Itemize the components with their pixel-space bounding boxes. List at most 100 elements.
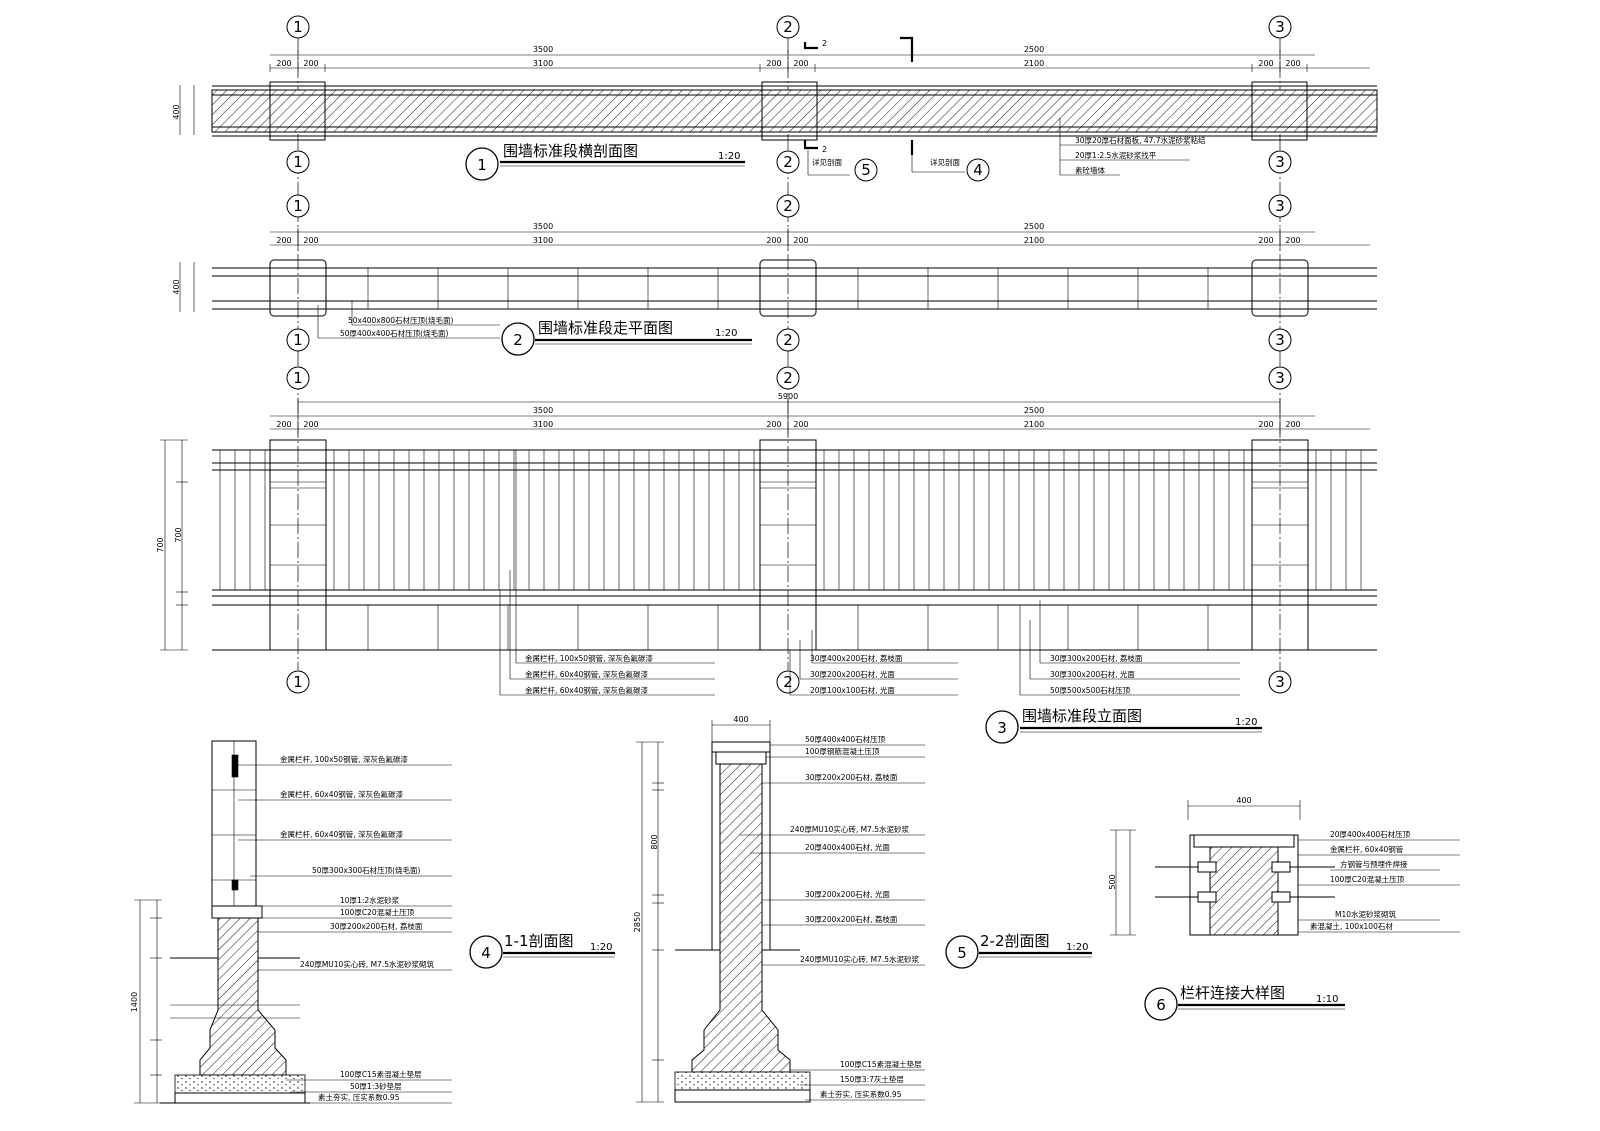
- svg-text:200: 200: [1258, 59, 1273, 68]
- svg-text:2100: 2100: [1024, 236, 1044, 245]
- svg-text:2: 2: [822, 39, 827, 48]
- svg-text:30厚200x200石材, 荔枝面: 30厚200x200石材, 荔枝面: [805, 914, 898, 924]
- axis-grid: [297, 38, 1281, 670]
- svg-text:金属栏杆, 60x40钢管, 深灰色氟碳漆: 金属栏杆, 60x40钢管, 深灰色氟碳漆: [525, 669, 649, 679]
- svg-text:50厚300x300石材压顶(烧毛面): 50厚300x300石材压顶(烧毛面): [312, 865, 421, 875]
- section-cut-2: [803, 42, 818, 150]
- svg-text:200: 200: [766, 420, 781, 429]
- svg-text:素混凝土, 100x100石材: 素混凝土, 100x100石材: [1310, 921, 1393, 931]
- drawing-6-railing-detail: 400 500 20厚400x400石材压顶 金属栏杆, 60x40钢管 方钢管…: [1108, 796, 1460, 1021]
- axis-bubbles: 1 1 1 1 1 1 2 2 2 2 2 2 3 3 3 3 3 3: [286, 15, 1292, 694]
- svg-text:200: 200: [276, 59, 291, 68]
- dimension-chain-top: [269, 50, 1370, 72]
- svg-text:200: 200: [793, 59, 808, 68]
- svg-text:2500: 2500: [1024, 222, 1044, 231]
- drawing-5-section-2-2: 400 2850 800: [633, 715, 1092, 1103]
- svg-text:200: 200: [793, 420, 808, 429]
- axis-bubble-1: 1 1 1 1 1 1: [286, 15, 310, 694]
- svg-text:20厚1:2.5水泥砂浆找平: 20厚1:2.5水泥砂浆找平: [1075, 150, 1157, 160]
- svg-text:400: 400: [1236, 796, 1251, 805]
- drawing-4-section-1-1: 1400 金属栏杆, 100x50钢管, 深灰色氟碳漆 金属栏杆, 60x40钢…: [130, 740, 615, 1104]
- svg-text:1: 1: [293, 18, 303, 36]
- svg-text:50厚400x400石材压顶: 50厚400x400石材压顶: [805, 734, 886, 744]
- svg-text:3500: 3500: [533, 406, 553, 415]
- svg-text:20厚400x400石材, 光面: 20厚400x400石材, 光面: [805, 842, 890, 852]
- drawing-3-elevation-strip: 5900 3500 2500 3100 2100 200 200 200 200…: [156, 392, 1377, 744]
- svg-text:200: 200: [1258, 236, 1273, 245]
- svg-text:金属栏杆, 60x40钢管: 金属栏杆, 60x40钢管: [1330, 844, 1404, 854]
- svg-text:800: 800: [650, 834, 659, 849]
- svg-text:3100: 3100: [533, 59, 553, 68]
- svg-text:2850: 2850: [633, 912, 642, 932]
- svg-text:100厚钢筋混凝土压顶: 100厚钢筋混凝土压顶: [805, 746, 880, 756]
- svg-text:1: 1: [293, 369, 303, 387]
- svg-text:100厚C15素混凝土垫层: 100厚C15素混凝土垫层: [340, 1069, 422, 1079]
- svg-text:5900: 5900: [778, 392, 798, 401]
- svg-text:方钢管与预埋件焊接: 方钢管与预埋件焊接: [1340, 859, 1408, 869]
- svg-text:200: 200: [766, 59, 781, 68]
- drawing-2-title: 2 围墙标准段走平面图 1:20: [501, 319, 752, 356]
- drawing-1-section-strip: 3500 2500 3100 2100 200 200 200 200 200 …: [172, 36, 1378, 182]
- svg-text:3: 3: [1275, 673, 1285, 691]
- svg-text:2: 2: [783, 197, 793, 215]
- svg-text:6: 6: [1156, 996, 1166, 1014]
- svg-text:200: 200: [276, 236, 291, 245]
- svg-text:30厚300x200石材, 光面: 30厚300x200石材, 光面: [1050, 669, 1135, 679]
- svg-text:1:10: 1:10: [1316, 994, 1338, 1005]
- svg-text:200: 200: [1258, 420, 1273, 429]
- drawing-3-leaders: [499, 450, 1240, 696]
- svg-text:200: 200: [1285, 420, 1300, 429]
- svg-text:围墙标准段立面图: 围墙标准段立面图: [1022, 707, 1142, 725]
- svg-text:1:20: 1:20: [590, 942, 612, 953]
- svg-text:2500: 2500: [1024, 406, 1044, 415]
- svg-text:50厚1:3砂垫层: 50厚1:3砂垫层: [350, 1081, 402, 1091]
- coping-joints: [367, 268, 1209, 309]
- svg-text:200: 200: [303, 59, 318, 68]
- svg-text:2500: 2500: [1024, 45, 1044, 54]
- axis-bubble-3: 3 3 3 3 3 3: [1268, 15, 1292, 694]
- svg-text:3100: 3100: [533, 420, 553, 429]
- section-cut-1: [900, 36, 914, 155]
- svg-text:金属栏杆, 60x40钢管, 深灰色氟碳漆: 金属栏杆, 60x40钢管, 深灰色氟碳漆: [525, 685, 649, 695]
- drawing-1-leaders: [807, 118, 1190, 176]
- svg-text:3500: 3500: [533, 222, 553, 231]
- svg-text:200: 200: [766, 236, 781, 245]
- svg-text:240厚MU10实心砖, M7.5水泥砂浆砌筑: 240厚MU10实心砖, M7.5水泥砂浆砌筑: [300, 959, 434, 969]
- svg-text:50x400x800石材压顶(烧毛面): 50x400x800石材压顶(烧毛面): [348, 315, 453, 325]
- svg-text:700: 700: [156, 537, 165, 552]
- svg-text:3: 3: [1275, 369, 1285, 387]
- svg-text:5: 5: [957, 944, 967, 962]
- svg-text:50厚400x400石材压顶(烧毛面): 50厚400x400石材压顶(烧毛面): [340, 328, 449, 338]
- svg-text:100厚C20混凝土压顶: 100厚C20混凝土压顶: [340, 907, 415, 917]
- svg-text:3: 3: [1275, 197, 1285, 215]
- railing-balusters: [219, 450, 1362, 590]
- svg-text:M10水泥砂浆砌筑: M10水泥砂浆砌筑: [1335, 909, 1397, 919]
- drawing-5-leaders: [740, 744, 925, 1101]
- drawing-6-title: 6 栏杆连接大样图 1:10: [1144, 984, 1345, 1021]
- drawing-5-title: 5 2-2剖面图 1:20: [945, 932, 1092, 969]
- svg-text:200: 200: [303, 420, 318, 429]
- svg-text:1: 1: [293, 331, 303, 349]
- svg-text:3: 3: [1275, 153, 1285, 171]
- svg-text:1400: 1400: [130, 992, 139, 1012]
- svg-text:3: 3: [997, 719, 1007, 737]
- svg-text:150厚3:7灰土垫层: 150厚3:7灰土垫层: [840, 1074, 904, 1084]
- svg-text:4: 4: [481, 944, 491, 962]
- svg-text:金属栏杆, 60x40钢管, 深灰色氟碳漆: 金属栏杆, 60x40钢管, 深灰色氟碳漆: [280, 829, 404, 839]
- svg-text:30厚400x200石材, 荔枝面: 30厚400x200石材, 荔枝面: [810, 653, 903, 663]
- axis-bubble-2: 2 2 2 2 2 2: [776, 15, 800, 694]
- svg-text:20厚100x100石材, 光面: 20厚100x100石材, 光面: [810, 685, 895, 695]
- svg-text:200: 200: [793, 236, 808, 245]
- svg-text:金属栏杆, 100x50钢管, 深灰色氟碳漆: 金属栏杆, 100x50钢管, 深灰色氟碳漆: [280, 754, 408, 764]
- svg-text:30厚200x200石材, 荔枝面: 30厚200x200石材, 荔枝面: [330, 921, 423, 931]
- svg-text:栏杆连接大样图: 栏杆连接大样图: [1180, 984, 1285, 1002]
- svg-text:2-2剖面图: 2-2剖面图: [980, 932, 1050, 950]
- svg-text:金属栏杆, 60x40钢管, 深灰色氟碳漆: 金属栏杆, 60x40钢管, 深灰色氟碳漆: [280, 789, 404, 799]
- svg-text:2: 2: [783, 369, 793, 387]
- svg-text:30厚20厚石材面板, 47.7水泥砂浆粘结: 30厚20厚石材面板, 47.7水泥砂浆粘结: [1075, 135, 1206, 145]
- svg-text:100厚C20混凝土压顶: 100厚C20混凝土压顶: [1330, 874, 1405, 884]
- svg-text:200: 200: [276, 420, 291, 429]
- svg-text:围墙标准段走平面图: 围墙标准段走平面图: [538, 319, 673, 337]
- svg-text:2: 2: [513, 331, 523, 349]
- drawing-1-title: 1 围墙标准段横剖面图 1:20: [465, 142, 745, 181]
